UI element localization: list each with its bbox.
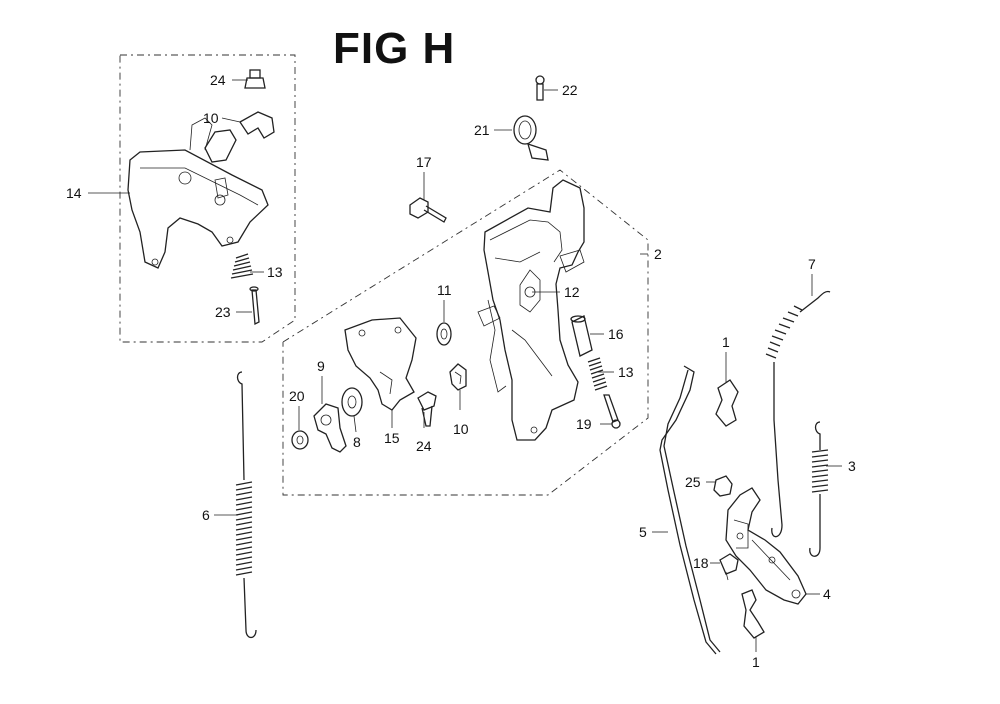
bolt-part-19 [603,394,621,429]
callout-12: 12 [564,284,580,300]
rod-part-5 [659,365,721,655]
control-assembly-outline [282,169,649,496]
bolt-part-17 [409,197,447,223]
callout-7: 7 [808,256,816,272]
callout-21: 21 [474,122,490,138]
bracket-part-14 [127,117,269,269]
callout-17: 17 [416,154,432,170]
callout-24-lower: 24 [416,438,432,454]
sleeve-part-16 [570,315,593,357]
spring-part-6 [235,371,257,639]
bracket-group-outline [119,54,296,343]
clip-part-1-lower [741,589,765,639]
nut-part-24-top [244,69,266,89]
washer-part-11 [436,322,452,346]
callout-2: 2 [654,246,662,262]
callout-24-top: 24 [210,72,226,88]
callout-23: 23 [215,304,231,320]
callout-8: 8 [353,434,361,450]
spring-part-13-lower [587,357,608,391]
figure-title: FIG H [333,24,456,73]
callout-5: 5 [639,524,647,540]
control-base-part-2 [477,179,585,441]
clip-part-1-upper [715,379,739,427]
callout-1-lower: 1 [752,654,760,670]
clip-part-10-top [239,111,275,139]
cable-part-7 [765,290,831,538]
callout-6: 6 [202,507,210,523]
clip-part-10-lower [449,363,467,391]
clamp-part-21 [513,115,549,161]
callout-15: 15 [384,430,400,446]
callout-13-lower: 13 [618,364,634,380]
callout-13-upper: 13 [267,264,283,280]
callout-25: 25 [685,474,701,490]
nut-part-20 [291,430,309,450]
callout-22: 22 [562,82,578,98]
callout-18: 18 [693,555,709,571]
cam-part-8 [341,387,363,417]
screw-part-22 [535,75,545,101]
callout-3: 3 [848,458,856,474]
nut-part-25 [713,475,733,497]
callout-4: 4 [823,586,831,602]
callout-14: 14 [66,185,82,201]
plate-part-15 [344,317,417,411]
callout-20: 20 [289,388,305,404]
lever-part-9 [313,403,347,453]
callout-1-upper: 1 [722,334,730,350]
callout-16: 16 [608,326,624,342]
bolt-part-24-lower [417,391,437,427]
bolt-part-23 [249,286,260,326]
callout-9: 9 [317,358,325,374]
bolt-part-18 [719,553,739,581]
callout-10-lower: 10 [453,421,469,437]
callout-19: 19 [576,416,592,432]
callout-10-top: 10 [203,110,219,126]
spring-part-3 [809,421,829,557]
callout-11: 11 [437,282,452,298]
lever-bracket-part-4 [725,487,807,605]
leader-lines [88,79,842,652]
spring-part-13-upper [230,253,254,279]
